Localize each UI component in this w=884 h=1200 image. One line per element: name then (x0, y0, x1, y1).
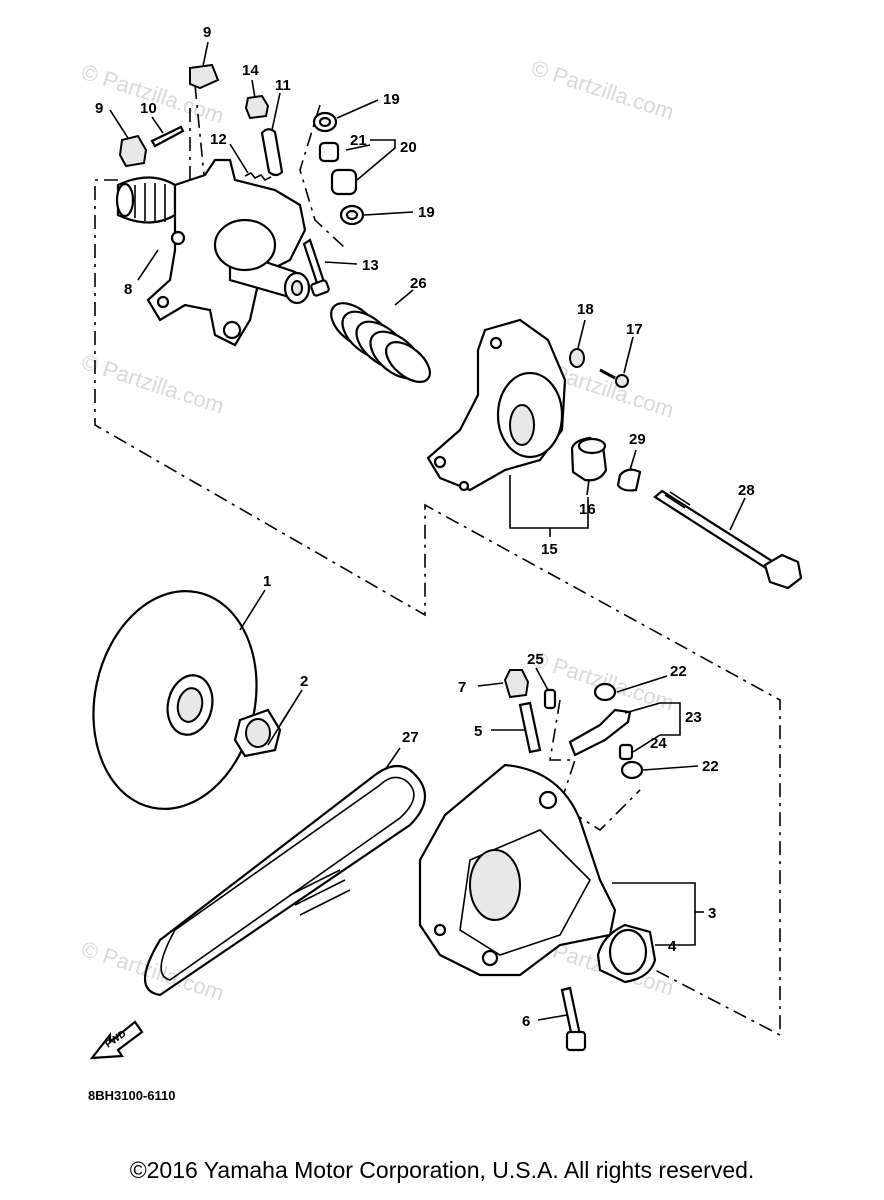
callout-22: 22 (702, 758, 719, 775)
callout-17: 17 (626, 321, 643, 338)
diagram-code: 8BH3100-6110 (88, 1088, 176, 1103)
copyright-notice: ©2016 Yamaha Motor Corporation, U.S.A. A… (129, 1157, 755, 1183)
forward-arrow-icon: FWD (89, 1020, 144, 1060)
watermark: © Partzilla.com (528, 55, 677, 125)
callout-26: 26 (410, 275, 427, 292)
callout-20: 20 (400, 139, 417, 156)
callout-18: 18 (577, 301, 594, 318)
callout-9: 9 (203, 24, 211, 41)
secondary-sheave (418, 763, 657, 1052)
callout-16: 16 (579, 501, 596, 518)
callout-11: 11 (275, 77, 291, 94)
callout-25: 25 (527, 651, 544, 668)
callout-15: 15 (541, 541, 558, 558)
callout-6: 6 (522, 1013, 530, 1030)
callout-27: 27 (402, 729, 419, 746)
watermark: © Partzilla.com (78, 936, 227, 1006)
watermark: © Partzilla.com (78, 349, 227, 419)
callout-2: 2 (300, 673, 308, 690)
callout-13: 13 (362, 257, 379, 274)
callout-19: 19 (383, 91, 400, 108)
assembly-lines (94, 84, 781, 1037)
callout-29: 29 (629, 431, 646, 448)
callout-4: 4 (668, 938, 677, 955)
callout-12: 12 (210, 131, 227, 148)
callout-5: 5 (474, 723, 482, 740)
lower-small-parts (503, 669, 644, 780)
movable-sheave (92, 590, 258, 810)
callout-8: 8 (124, 281, 132, 298)
callout-14: 14 (242, 62, 259, 79)
callout-24: 24 (650, 735, 667, 752)
spring (330, 302, 431, 383)
callout-21: 21 (350, 132, 367, 149)
callout-23: 23 (685, 709, 702, 726)
callout-1: 1 (263, 573, 271, 590)
cover-assembly (426, 318, 803, 590)
leader-lines (109, 41, 746, 1021)
callout-28: 28 (738, 482, 755, 499)
callout-10: 10 (140, 100, 157, 117)
drive-belt (144, 764, 426, 997)
fixed-sheave-assembly (115, 158, 311, 347)
callout-22: 22 (670, 663, 687, 680)
upper-small-parts (118, 63, 431, 383)
callout-19: 19 (418, 204, 435, 221)
callout-9: 9 (95, 100, 103, 117)
callouts: 9 9 10 14 11 12 19 21 20 19 13 8 26 18 1… (95, 24, 755, 1030)
callout-7: 7 (458, 679, 466, 696)
callout-3: 3 (708, 905, 716, 922)
